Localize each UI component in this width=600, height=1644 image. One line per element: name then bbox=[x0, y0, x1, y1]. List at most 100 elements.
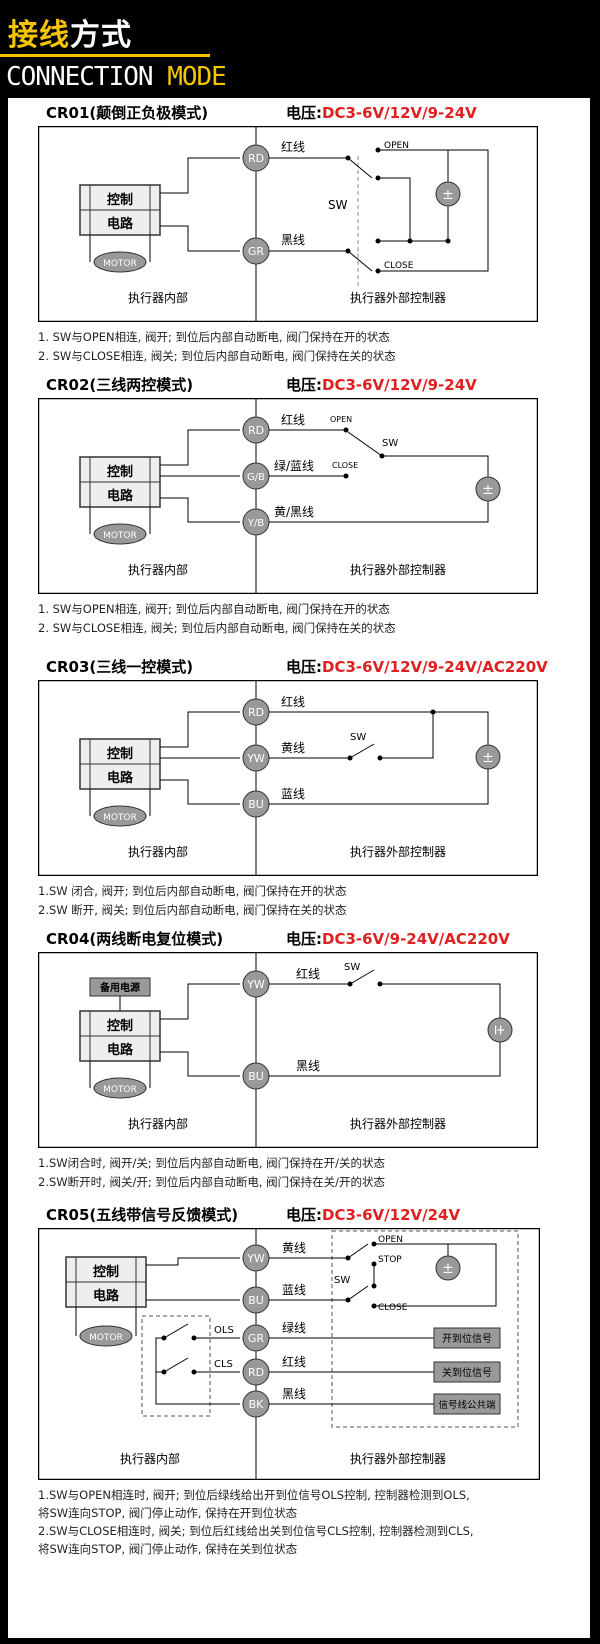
cr01-diagram: 控制 电路 MOTOR RD GR 红线 黑线 SW OPEN CLOSE ± … bbox=[38, 126, 538, 322]
svg-text:±: ± bbox=[491, 1024, 507, 1036]
cr03-title: CR03(三线一控模式) bbox=[46, 658, 194, 676]
header: 接线方式 CONNECTION MODE bbox=[0, 0, 600, 98]
svg-text:YW: YW bbox=[246, 978, 265, 991]
svg-text:执行器内部: 执行器内部 bbox=[128, 562, 188, 577]
svg-text:绿线: 绿线 bbox=[282, 1320, 306, 1335]
svg-text:MOTOR: MOTOR bbox=[89, 1333, 123, 1343]
svg-text:BU: BU bbox=[248, 1070, 264, 1083]
svg-text:RD: RD bbox=[248, 152, 264, 165]
outside-label: 执行器外部控制器 bbox=[350, 290, 446, 305]
svg-text:执行器外部控制器: 执行器外部控制器 bbox=[350, 1116, 446, 1131]
cr02-diagram: 控制 电路 MOTOR RD G/B Y/B 红线 绿/蓝线 黄/黑线 OPEN… bbox=[38, 398, 538, 594]
signal-open-box bbox=[433, 1327, 501, 1349]
svg-text:Y/B: Y/B bbox=[247, 518, 264, 529]
motor-icon bbox=[79, 1325, 133, 1347]
motor-icon bbox=[93, 251, 147, 273]
inside-label: 执行器内部 bbox=[128, 290, 188, 305]
svg-text:执行器外部控制器: 执行器外部控制器 bbox=[350, 562, 446, 577]
svg-text:蓝线: 蓝线 bbox=[282, 1283, 306, 1297]
svg-text:MOTOR: MOTOR bbox=[103, 1085, 137, 1095]
svg-text:BU: BU bbox=[248, 1294, 264, 1307]
svg-text:RD: RD bbox=[248, 1366, 264, 1379]
cr01-voltage: 电压:DC3-6V/12V/9-24V bbox=[286, 104, 477, 122]
wire-black-label: 黑线 bbox=[281, 233, 305, 247]
svg-text:±: ± bbox=[442, 1261, 454, 1277]
svg-text:执行器外部控制器: 执行器外部控制器 bbox=[350, 1451, 446, 1466]
svg-text:MOTOR: MOTOR bbox=[103, 813, 137, 823]
cr02-voltage: 电压:DC3-6V/12V/9-24V bbox=[286, 376, 477, 394]
svg-text:BU: BU bbox=[248, 798, 264, 811]
svg-text:OPEN: OPEN bbox=[378, 1235, 403, 1245]
svg-text:红线: 红线 bbox=[281, 694, 305, 709]
svg-text:±: ± bbox=[482, 482, 494, 498]
cr04-diagram: 备用电源 控制 电路 MOTOR YW BU 红线 黑线 SW ± 执行器内部 … bbox=[38, 952, 538, 1148]
svg-text:SW: SW bbox=[328, 198, 348, 212]
svg-text:红线: 红线 bbox=[296, 966, 320, 981]
svg-text:MOTOR: MOTOR bbox=[103, 259, 137, 269]
power-source-icon bbox=[487, 1017, 513, 1043]
ctrl-label-2: 电路 bbox=[107, 216, 134, 232]
svg-text:GR: GR bbox=[248, 245, 265, 258]
svg-text:控制: 控制 bbox=[107, 746, 133, 762]
svg-text:SW: SW bbox=[382, 438, 398, 449]
svg-text:电路: 电路 bbox=[93, 1288, 120, 1304]
svg-text:黄线: 黄线 bbox=[281, 741, 305, 755]
svg-text:CLS: CLS bbox=[214, 1359, 233, 1370]
svg-text:SW: SW bbox=[334, 1275, 350, 1286]
svg-text:±: ± bbox=[442, 187, 454, 203]
power-source-icon bbox=[435, 1255, 461, 1281]
cr03-voltage: 电压:DC3-6V/12V/9-24V/AC220V bbox=[286, 658, 548, 676]
cr05-notes: 1.SW与OPEN相连时, 阀开; 到位后绿线给出开到位信号OLS控制, 控制器… bbox=[38, 1488, 474, 1556]
svg-text:RD: RD bbox=[248, 706, 264, 719]
svg-text:YW: YW bbox=[246, 752, 265, 765]
page-subtitle: CONNECTION MODE bbox=[6, 62, 227, 92]
svg-text:执行器内部: 执行器内部 bbox=[128, 1116, 188, 1131]
wire-red-label: 红线 bbox=[281, 139, 305, 154]
cr02-title: CR02(三线两控模式) bbox=[46, 376, 194, 394]
external-controller-box bbox=[331, 1230, 519, 1428]
svg-text:执行器外部控制器: 执行器外部控制器 bbox=[350, 844, 446, 859]
power-source-icon bbox=[475, 476, 501, 502]
svg-text:控制: 控制 bbox=[107, 464, 133, 480]
svg-text:电路: 电路 bbox=[107, 1042, 134, 1058]
svg-text:±: ± bbox=[482, 750, 494, 766]
svg-text:G/B: G/B bbox=[247, 472, 265, 483]
svg-text:绿/蓝线: 绿/蓝线 bbox=[274, 458, 314, 473]
svg-text:OPEN: OPEN bbox=[384, 141, 409, 151]
svg-text:MOTOR: MOTOR bbox=[103, 531, 137, 541]
svg-text:控制: 控制 bbox=[93, 1264, 119, 1280]
power-source-icon bbox=[435, 181, 461, 207]
signal-common-box bbox=[433, 1393, 501, 1415]
svg-text:黑线: 黑线 bbox=[296, 1059, 320, 1073]
svg-text:开到位信号: 开到位信号 bbox=[442, 1332, 492, 1345]
cr04-voltage: 电压:DC3-6V/9-24V/AC220V bbox=[286, 930, 510, 948]
svg-text:信号线公共端: 信号线公共端 bbox=[438, 1399, 496, 1411]
cr01-notes: 1. SW与OPEN相连, 阀开; 到位后内部自动断电, 阀门保持在开的状态 2… bbox=[38, 330, 396, 363]
svg-text:CLOSE: CLOSE bbox=[384, 261, 414, 271]
svg-text:CLOSE: CLOSE bbox=[378, 1303, 408, 1313]
cr05-diagram: 控制 电路 MOTOR OLS CLS YW BU GR RD BK 黄线 蓝线… bbox=[38, 1228, 540, 1480]
svg-text:RD: RD bbox=[248, 424, 264, 437]
svg-text:蓝线: 蓝线 bbox=[281, 787, 305, 801]
svg-text:OLS: OLS bbox=[214, 1325, 234, 1336]
svg-text:黄/黑线: 黄/黑线 bbox=[274, 505, 314, 519]
svg-text:GR: GR bbox=[248, 1332, 265, 1345]
content-panel: CR01(颠倒正负极模式) 电压:DC3-6V/12V/9-24V 控制 电路 … bbox=[8, 98, 590, 1638]
cr05-voltage: 电压:DC3-6V/12V/24V bbox=[286, 1206, 461, 1224]
cr01-title: CR01(颠倒正负极模式) bbox=[46, 104, 209, 122]
motor-icon bbox=[93, 523, 147, 545]
cr02-notes: 1. SW与OPEN相连, 阀开; 到位后内部自动断电, 阀门保持在开的状态 2… bbox=[38, 602, 396, 635]
svg-text:关到位信号: 关到位信号 bbox=[442, 1366, 492, 1379]
motor-icon bbox=[93, 1077, 147, 1099]
motor-icon bbox=[93, 805, 147, 827]
svg-text:SW: SW bbox=[350, 732, 366, 743]
cr05-title: CR05(五线带信号反馈模式) bbox=[46, 1206, 239, 1224]
svg-text:控制: 控制 bbox=[107, 1018, 133, 1034]
svg-text:OPEN: OPEN bbox=[330, 415, 352, 424]
cr03-diagram: 控制 电路 MOTOR RD YW BU 红线 黄线 蓝线 SW ± 执行器内部… bbox=[38, 680, 538, 876]
power-source-icon bbox=[475, 744, 501, 770]
svg-text:黄线: 黄线 bbox=[282, 1241, 306, 1255]
cr04-notes: 1.SW闭合时, 阀开/关; 到位后内部自动断电, 阀门保持在开/关的状态 2.… bbox=[38, 1156, 386, 1189]
control-circuit-box: 控制 电路 bbox=[79, 184, 161, 236]
signal-close-box bbox=[433, 1361, 501, 1383]
